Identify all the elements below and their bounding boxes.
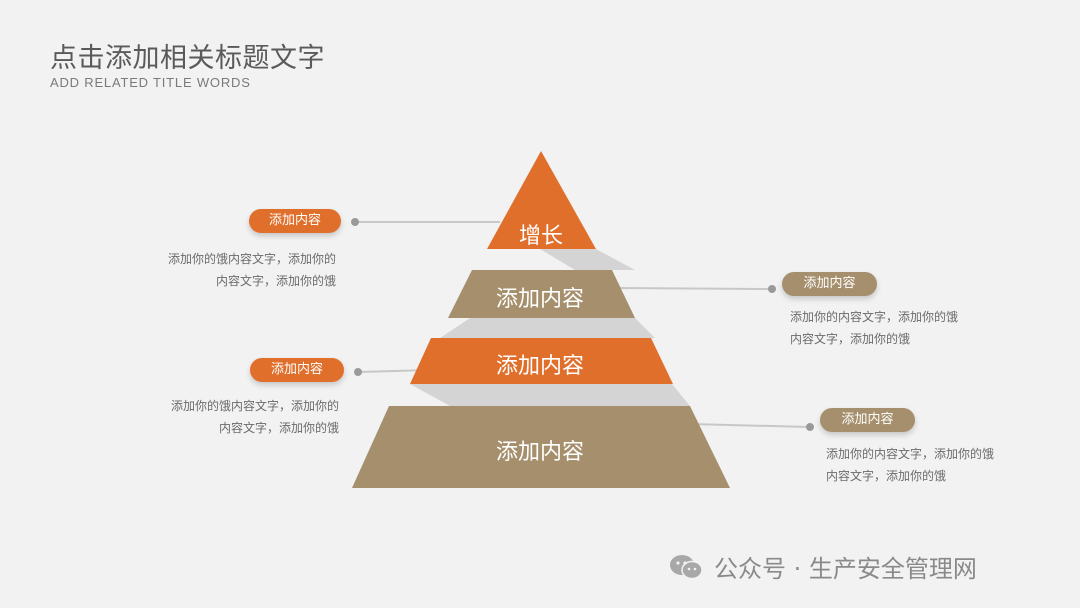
page-title: 点击添加相关标题文字 — [50, 43, 325, 74]
tier-shadow-2 — [440, 318, 655, 338]
tier-label-3: 添加内容 — [495, 354, 584, 379]
connector-dot-2 — [768, 285, 776, 293]
pyramid-tier-1 — [487, 151, 596, 249]
callout-desc-1-line1: 添加你的饿内容文字，添加你的 — [167, 252, 336, 266]
callout-pill-4[interactable]: 添加内容 — [820, 408, 915, 432]
wechat-icon — [670, 554, 703, 579]
connector-dot-3 — [354, 368, 362, 376]
callout-desc-1: 添加你的饿内容文字，添加你的 内容文字，添加你的饿 — [140, 248, 336, 292]
callout-desc-3-line1: 添加你的饿内容文字，添加你的 — [170, 399, 339, 413]
pyramid-tier-4 — [352, 406, 730, 488]
tier-shadow-3 — [410, 384, 690, 406]
tier-shadow-1 — [540, 249, 635, 270]
pyramid-tier-3 — [410, 338, 673, 384]
callout-desc-3: 添加你的饿内容文字，添加你的 内容文字，添加你的饿 — [140, 395, 339, 439]
footer-watermark: 公众号 · 生产安全管理网 — [668, 549, 977, 584]
callout-pill-1[interactable]: 添加内容 — [249, 209, 341, 233]
callout-desc-4-line1: 添加你的内容文字，添加你的饿 — [826, 447, 995, 461]
connector-dot-1 — [351, 218, 359, 226]
pyramid-tier-2 — [448, 270, 635, 318]
callout-desc-2-line2: 内容文字，添加你的饿 — [790, 332, 911, 346]
callout-pill-2[interactable]: 添加内容 — [782, 272, 877, 296]
tier-label-2: 添加内容 — [495, 287, 584, 312]
footer-text: 公众号 · 生产安全管理网 — [714, 555, 977, 583]
tier-label-4: 添加内容 — [495, 440, 584, 465]
connector-dot-4 — [806, 423, 814, 431]
tier-label-1: 增长 — [518, 224, 563, 249]
callout-desc-2-line1: 添加你的内容文字，添加你的饿 — [790, 310, 959, 324]
callout-desc-3-line2: 内容文字，添加你的饿 — [218, 421, 339, 435]
connector-line-2 — [609, 287, 773, 290]
callout-desc-4-line2: 内容文字，添加你的饿 — [826, 469, 947, 483]
callout-desc-2: 添加你的内容文字，添加你的饿 内容文字，添加你的饿 — [790, 306, 990, 350]
callout-pill-3[interactable]: 添加内容 — [250, 358, 344, 382]
callout-desc-4: 添加你的内容文字，添加你的饿 内容文字，添加你的饿 — [826, 443, 1026, 487]
page-subtitle: ADD RELATED TITLE WORDS — [50, 75, 251, 90]
callout-desc-1-line2: 内容文字，添加你的饿 — [215, 274, 336, 288]
connector-line-4 — [689, 423, 811, 428]
